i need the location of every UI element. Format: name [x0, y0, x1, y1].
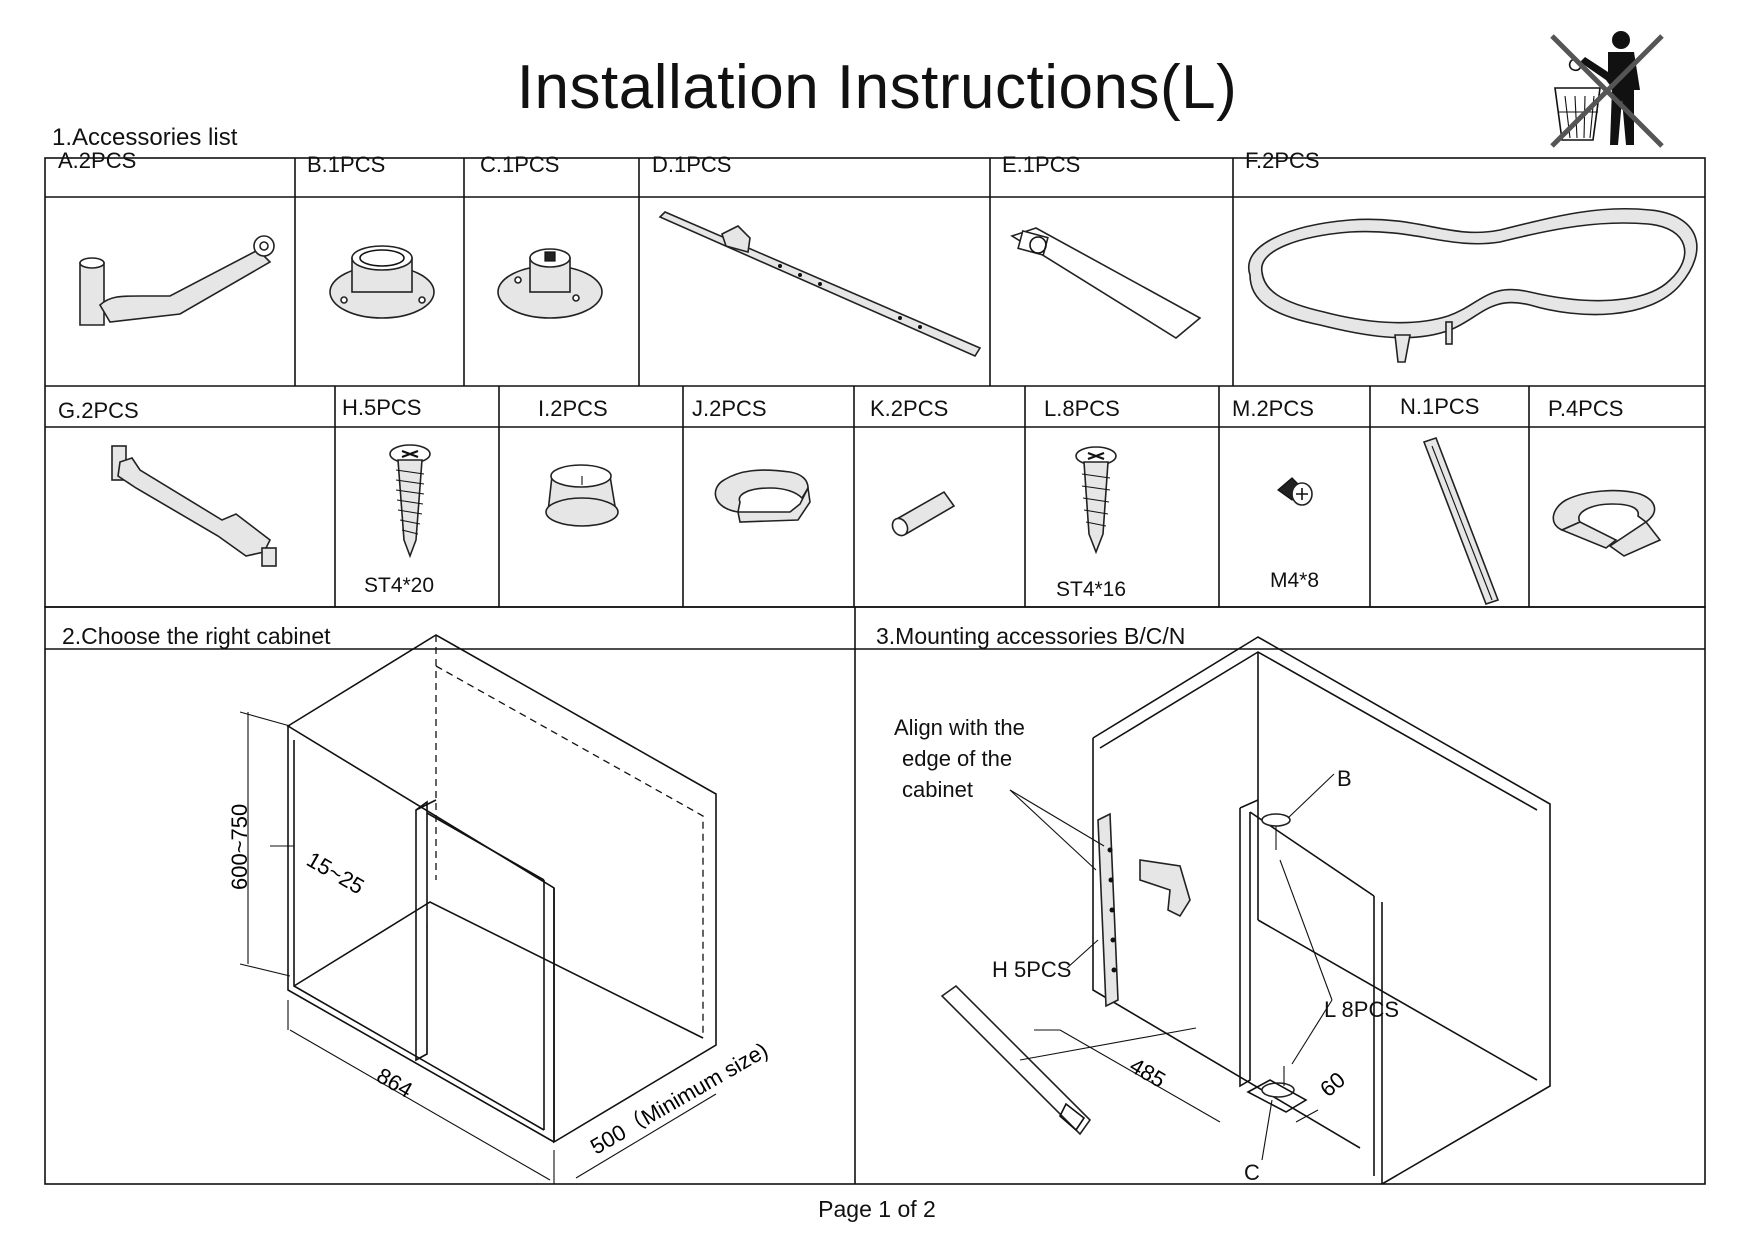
part-c-illustration: [497, 248, 603, 319]
lower-panels: [44, 606, 1706, 1185]
page-title: Installation Instructions(L): [516, 53, 1238, 122]
cabinet-diagram: [239, 634, 717, 1184]
part-a-illustration: [79, 235, 275, 326]
part-label-f: F.2PCS: [1245, 148, 1320, 173]
part-m-screw: [1277, 477, 1313, 506]
part-label-e: E.1PCS: [1002, 152, 1081, 177]
part-label-c: C.1PCS: [480, 152, 560, 177]
label-b: B: [1337, 766, 1352, 791]
part-label-b: B.1PCS: [307, 152, 386, 177]
part-label-k: K.2PCS: [870, 396, 949, 421]
dim-height: 600~750: [227, 804, 252, 890]
part-label-i: I.2PCS: [538, 396, 608, 421]
dim-depth: 500（Minimum size): [586, 1037, 772, 1159]
align-note-line-3: cabinet: [902, 777, 973, 802]
section-accessories-title: 1.Accessories list: [52, 124, 238, 151]
part-label-m: M.2PCS: [1232, 396, 1314, 421]
part-d-illustration: [658, 211, 982, 358]
caption-m-screw: M4*8: [1270, 569, 1320, 592]
page-footer: Page 1 of 2: [818, 1196, 936, 1222]
part-p-illustration: [1552, 489, 1662, 557]
part-k-illustration: [891, 490, 956, 537]
part-label-n: N.1PCS: [1400, 394, 1480, 419]
part-label-l: L.8PCS: [1044, 396, 1120, 421]
part-j-illustration: [714, 469, 811, 523]
part-e-illustration: [1010, 227, 1202, 339]
dim-485: 485: [1126, 1053, 1170, 1093]
caption-l-screw: ST4*16: [1056, 578, 1127, 601]
part-n-illustration: [1422, 436, 1500, 606]
label-c: C: [1244, 1160, 1260, 1185]
align-note-line-2: edge of the: [902, 746, 1013, 771]
part-label-p: P.4PCS: [1548, 396, 1624, 421]
part-label-h: H.5PCS: [342, 395, 422, 420]
caption-h-screw: ST4*20: [364, 574, 435, 597]
part-label-j: J.2PCS: [692, 396, 767, 421]
part-g-illustration: [111, 445, 277, 567]
section-choose-title: 2.Choose the right cabinet: [62, 623, 331, 649]
dim-width: 864: [373, 1063, 417, 1103]
part-f-illustration: [1247, 207, 1698, 363]
part-i-illustration: [545, 464, 619, 527]
section-mounting-title: 3.Mounting accessories B/C/N: [876, 623, 1186, 649]
label-l-8pcs: L 8PCS: [1324, 997, 1400, 1022]
part-label-a: A.2PCS: [58, 148, 137, 173]
accessories-table: [44, 157, 1706, 608]
align-note-line-1: Align with the: [894, 715, 1025, 740]
part-l-screw: [1075, 446, 1117, 555]
part-label-g: G.2PCS: [58, 398, 139, 423]
part-label-d: D.1PCS: [652, 152, 732, 177]
part-h-screw: [389, 444, 431, 559]
part-b-illustration: [329, 245, 435, 319]
dim-60: 60: [1315, 1067, 1350, 1102]
dim-gap: 15~25: [303, 847, 369, 900]
label-h-5pcs: H 5PCS: [992, 957, 1072, 982]
mounting-diagram: [940, 636, 1551, 1185]
no-littering-icon: [1550, 31, 1664, 148]
